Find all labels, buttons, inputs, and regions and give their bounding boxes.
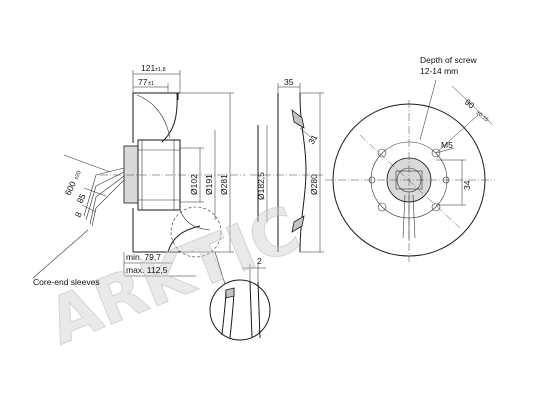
section-view bbox=[250, 83, 325, 253]
dim-182-5: Ø182,5 bbox=[256, 172, 266, 200]
dim-90-tol: ±0,15 bbox=[475, 110, 489, 123]
dim-35: 35 bbox=[284, 77, 294, 87]
dim-121-tol: ±1,8 bbox=[155, 67, 166, 73]
dim-max: max. 112,5 bbox=[126, 265, 168, 275]
dim-2: 2 bbox=[257, 256, 262, 266]
dim-34: 34 bbox=[462, 180, 472, 190]
dim-85: 85 bbox=[75, 192, 88, 205]
dim-280: Ø280 bbox=[309, 174, 319, 195]
note-core-end-sleeves: Core-end sleeves bbox=[33, 277, 100, 287]
dim-m5: M5 bbox=[441, 140, 453, 150]
dim-90: 90 bbox=[463, 97, 477, 111]
dim-191: Ø191 bbox=[204, 174, 214, 195]
dim-77-tol: ±1 bbox=[148, 81, 154, 87]
dim-77: 77 bbox=[138, 77, 148, 87]
dim-min: min. 79,7 bbox=[126, 252, 161, 262]
note-screw-depth: Depth of screw bbox=[420, 55, 478, 65]
detail-view bbox=[209, 251, 271, 341]
dim-8: 8 bbox=[73, 210, 84, 219]
dim-31: 31 bbox=[306, 133, 320, 146]
side-view bbox=[83, 92, 245, 258]
side-dimensions bbox=[63, 70, 234, 277]
dim-121: 121 bbox=[141, 63, 155, 73]
dim-600: 600 bbox=[63, 180, 78, 197]
dim-102: Ø102 bbox=[189, 174, 199, 195]
dim-600-tol: ±20 bbox=[73, 170, 82, 181]
front-view bbox=[325, 79, 495, 262]
dim-281: Ø281 bbox=[219, 174, 229, 195]
note-screw-range: 12-14 mm bbox=[420, 66, 458, 76]
